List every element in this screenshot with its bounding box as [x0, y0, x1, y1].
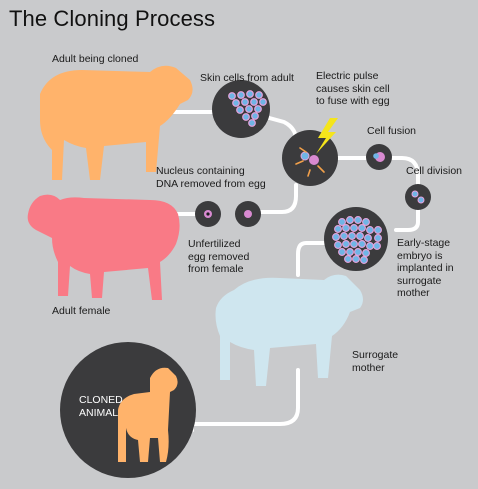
cell-fusion-circle	[366, 144, 392, 170]
label-unfertilized-egg: Unfertilized egg removed from female	[188, 238, 250, 275]
label-cell-fusion: Cell fusion	[367, 125, 417, 137]
cloned-lamb	[118, 367, 178, 462]
diagram-title: The Cloning Process	[9, 6, 216, 31]
egg-circle-left	[195, 201, 221, 227]
label-adult-cloned: Adult being cloned	[52, 53, 139, 65]
path-division-to-embryo	[394, 208, 420, 232]
embryo-circle	[324, 207, 388, 271]
cell-division-circle	[405, 184, 431, 210]
lightning-bolt-icon	[316, 118, 338, 154]
female-sheep	[27, 194, 180, 300]
path-embryo-to-surrogate	[296, 241, 332, 277]
label-nucleus-removed: Nucleus containing DNA removed from egg	[156, 165, 266, 190]
label-electric-pulse: Electric pulse causes skin cell to fuse …	[316, 70, 390, 107]
skin-cells-circle	[212, 80, 270, 138]
label-cell-division: Cell division	[406, 165, 463, 177]
label-surrogate-mother: Surrogate mother	[352, 349, 399, 374]
path-fusion-to-division	[389, 156, 420, 186]
label-adult-female: Adult female	[52, 305, 111, 317]
label-cloned-animal: CLONED ANIMAL	[79, 394, 123, 419]
path-egg-to-pulse	[252, 183, 298, 214]
flow-paths	[138, 110, 420, 426]
skin-cell-cluster	[228, 90, 267, 127]
path-surrogate-to-lamb	[190, 368, 300, 426]
embryo-cell-cluster	[332, 216, 382, 264]
label-skin-cells: Skin cells from adult	[200, 72, 294, 84]
surrogate-sheep	[215, 274, 363, 386]
egg-circle-right	[235, 201, 261, 227]
label-early-stage-embryo: Early-stage embryo is implanted in surro…	[397, 237, 454, 299]
adult-sheep	[40, 65, 193, 180]
